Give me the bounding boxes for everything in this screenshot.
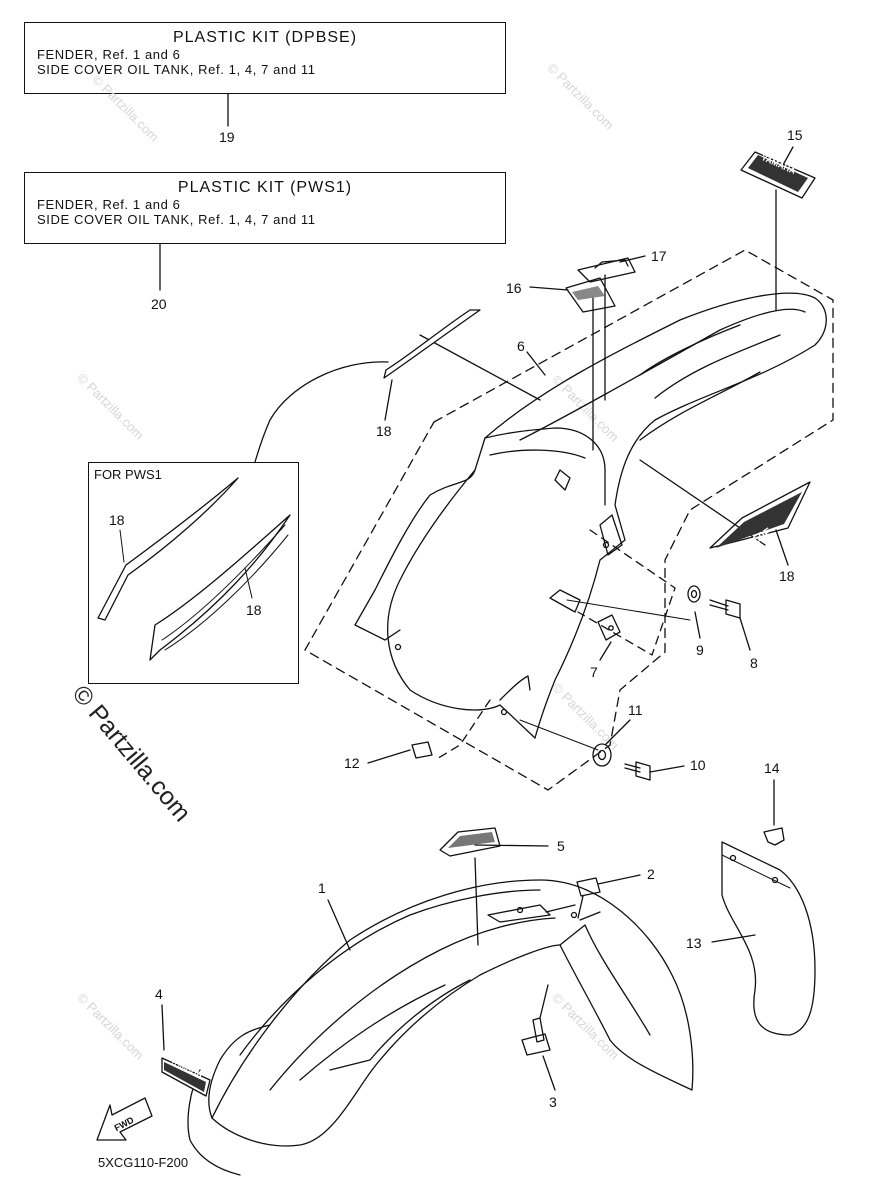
- part-11-washer: [592, 743, 612, 767]
- ref-7: 7: [590, 664, 598, 680]
- ref-18-top: 18: [376, 423, 392, 439]
- ref-2: 2: [647, 866, 655, 882]
- leader-line: [474, 857, 479, 946]
- leader-line: [577, 895, 584, 919]
- part-13-guard: [721, 841, 816, 1036]
- ref-14: 14: [764, 760, 780, 776]
- ref-10: 10: [690, 757, 706, 773]
- ref-12: 12: [344, 755, 360, 771]
- label-leader-2: [597, 874, 641, 885]
- part-10-bolt: [624, 761, 651, 781]
- decal-fill: [748, 155, 808, 192]
- leader-line: [566, 599, 691, 621]
- ref-5: 5: [557, 838, 565, 854]
- ref-8: 8: [750, 655, 758, 671]
- part-18-model-decal: [709, 481, 811, 549]
- label-leader-3: [542, 1055, 556, 1091]
- label-leader-4: [161, 1004, 165, 1051]
- label-leader-7: [599, 641, 612, 661]
- part-5-decal: [439, 827, 501, 857]
- ref-11: 11: [628, 702, 643, 718]
- kit-title: PLASTIC KIT (PWS1): [177, 179, 353, 196]
- ref-9: 9: [696, 642, 704, 658]
- diagram-code: 5XCG110-F200: [98, 1155, 189, 1170]
- inset-connector-curve: [254, 361, 389, 463]
- ref-1: 1: [318, 880, 326, 896]
- front-fender-outline: [187, 879, 694, 1176]
- ref-20: 20: [151, 296, 167, 312]
- part-2-grommet: [576, 877, 601, 897]
- label-leader-6: [526, 351, 546, 376]
- part-17-decal-top: [594, 259, 629, 269]
- decal-fill: [572, 286, 605, 300]
- rear-fender-outline: [354, 292, 827, 739]
- dashed-connector: [434, 699, 491, 761]
- label-leader-16: [529, 286, 569, 291]
- kit-box-pws1: PLASTIC KIT (PWS1) FENDER, Ref. 1 and 6 …: [24, 172, 506, 244]
- dashed-outline: [304, 249, 834, 791]
- part-17-decal: [577, 257, 636, 283]
- label-leader-17: [619, 255, 646, 263]
- fwd-arrow-icon: [96, 1097, 153, 1141]
- leader-line: [419, 334, 541, 401]
- label-leader-5: [474, 844, 549, 847]
- ref-17: 17: [651, 248, 667, 264]
- dashed-connector: [577, 529, 676, 656]
- inset-decal-a: [97, 477, 239, 621]
- part-3-bolt: [521, 1017, 551, 1056]
- part-18-decal-strip: [383, 309, 481, 379]
- ref-16: 16: [506, 280, 522, 296]
- label-leader-1: [327, 899, 351, 951]
- part-12-grommet: [411, 741, 433, 759]
- kit-line: SIDE COVER OIL TANK, Ref. 1, 4, 7 and 11: [37, 62, 316, 77]
- inset-title: FOR PWS1: [94, 467, 162, 482]
- ref-19: 19: [219, 129, 235, 145]
- part-9-washer: [687, 585, 701, 603]
- ref-15: 15: [787, 127, 803, 143]
- label-leader-8: [739, 617, 751, 651]
- inset-leader: [244, 567, 253, 599]
- part-8-bolt: [709, 599, 741, 619]
- kit-line: FENDER, Ref. 1 and 6: [37, 47, 181, 62]
- part-7-nut: [597, 614, 621, 641]
- label-leader-10: [649, 765, 685, 773]
- ref-3: 3: [549, 1094, 557, 1110]
- inset-leader: [119, 529, 125, 563]
- leader-line: [539, 984, 549, 1019]
- kit-line: SIDE COVER OIL TANK, Ref. 1, 4, 7 and 11: [37, 212, 316, 227]
- part-14-screw: [763, 827, 785, 846]
- decal-fill: [164, 1062, 206, 1092]
- decal-fill: [716, 492, 802, 548]
- inset-decal-b: [149, 514, 291, 661]
- kit-title: PLASTIC KIT (DPBSE): [172, 29, 358, 46]
- label-leader-18a: [384, 379, 393, 421]
- ref-18-inset-a: 18: [109, 512, 125, 528]
- label-leader-15: [782, 146, 794, 166]
- inset-box-pws1: FOR PWS1: [88, 462, 299, 684]
- label-leader-11: [605, 719, 631, 745]
- label-leader-12: [367, 749, 411, 764]
- decal-fill: [448, 832, 495, 848]
- ref-18-model: 18: [779, 568, 795, 584]
- ref-18-inset-b: 18: [246, 602, 262, 618]
- kit-box-dpbse: PLASTIC KIT (DPBSE) FENDER, Ref. 1 and 6…: [24, 22, 506, 94]
- label-leader-18b: [775, 529, 789, 566]
- part-15-decal: [740, 151, 816, 199]
- label-leader-13: [711, 934, 756, 943]
- ref-4: 4: [155, 986, 163, 1002]
- label-leader-9: [694, 611, 701, 639]
- ref-13: 13: [686, 935, 702, 951]
- leader-line: [519, 719, 599, 751]
- ref-6: 6: [517, 338, 525, 354]
- kit-line: FENDER, Ref. 1 and 6: [37, 197, 181, 212]
